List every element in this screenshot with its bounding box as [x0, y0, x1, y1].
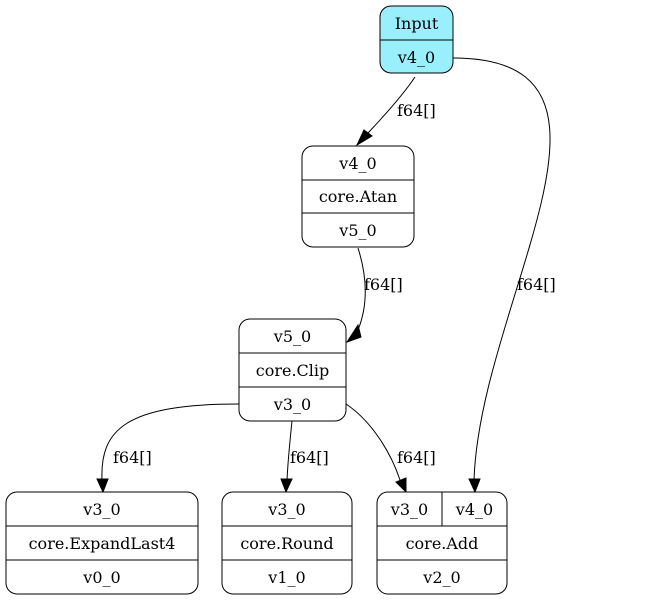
node-expandlast4-input: v3_0 [82, 500, 120, 519]
edge-line [452, 57, 551, 481]
node-add-output: v2_0 [422, 568, 460, 587]
node-input-output: v4_0 [397, 48, 435, 67]
edge-label-input-add: f64[] [517, 275, 556, 294]
arrowhead [345, 323, 362, 343]
node-expandlast4-box [5, 491, 199, 595]
node-atan-input: v4_0 [338, 154, 376, 173]
arrowhead [280, 478, 293, 494]
node-clip-box [238, 318, 347, 422]
arrowhead [468, 478, 481, 494]
node-atan-box [301, 145, 415, 248]
edge-clip-to-expand: f64[] [96, 403, 240, 494]
node-clip-output: v3_0 [273, 395, 311, 414]
edge-line [286, 420, 293, 481]
edge-line [357, 247, 366, 331]
node-input[interactable]: Input v4_0 [379, 5, 454, 74]
node-round-input: v3_0 [267, 500, 305, 519]
node-add-input-port-0: v3_0 [390, 500, 428, 519]
node-expandlast4-output: v0_0 [82, 568, 120, 587]
edge-clip-to-add: f64[] [345, 403, 436, 494]
edge-line [101, 403, 240, 481]
edge-input-to-atan: f64[] [355, 76, 436, 147]
edge-input-to-add: f64[] [452, 57, 556, 494]
node-expandlast4-op: core.ExpandLast4 [29, 534, 176, 553]
node-round[interactable]: v3_0 core.Round v1_0 [221, 491, 353, 595]
edge-line [367, 76, 416, 134]
node-atan-op: core.Atan [319, 187, 397, 206]
node-input-title: Input [395, 14, 439, 33]
edge-label-clip-round: f64[] [290, 448, 329, 467]
edge-label-clip-add: f64[] [397, 448, 436, 467]
node-clip[interactable]: v5_0 core.Clip v3_0 [238, 318, 347, 422]
arrowhead [355, 129, 373, 147]
arrowhead [96, 478, 109, 494]
node-add-op: core.Add [406, 534, 479, 553]
node-add-input-port-1: v4_0 [455, 500, 493, 519]
arrowhead [395, 477, 407, 494]
edge-label-input-atan: f64[] [397, 101, 436, 120]
node-atan-output: v5_0 [338, 221, 376, 240]
node-expandlast4[interactable]: v3_0 core.ExpandLast4 v0_0 [5, 491, 199, 595]
node-round-box [221, 491, 353, 595]
edge-label-atan-clip: f64[] [364, 275, 403, 294]
node-atan[interactable]: v4_0 core.Atan v5_0 [301, 145, 415, 248]
node-add[interactable]: v3_0 v4_0 core.Add v2_0 [376, 491, 508, 595]
node-round-output: v1_0 [267, 568, 305, 587]
edge-atan-to-clip: f64[] [345, 247, 403, 343]
node-clip-input: v5_0 [273, 327, 311, 346]
edge-line [345, 403, 401, 481]
edge-label-clip-expand: f64[] [113, 448, 152, 467]
edge-clip-to-round: f64[] [280, 420, 329, 494]
node-clip-op: core.Clip [256, 361, 330, 380]
node-round-op: core.Round [240, 534, 333, 553]
